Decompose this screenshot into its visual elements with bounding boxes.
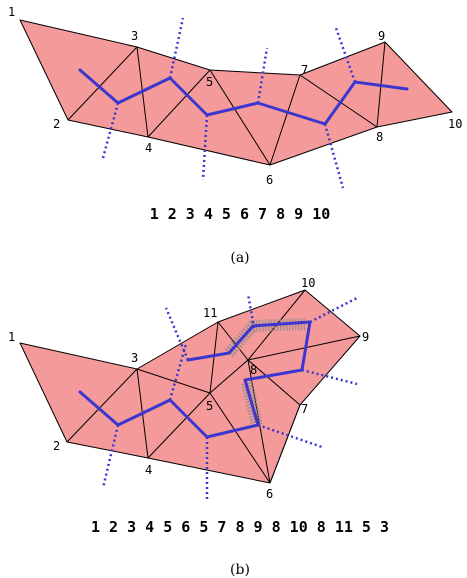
triangulation-edges-b <box>66 289 361 484</box>
vertex-label-3: 3 <box>131 351 138 365</box>
vertex-label-7: 7 <box>301 63 308 77</box>
vertex-label-7: 7 <box>301 402 308 416</box>
vertex-label-6: 6 <box>266 173 273 187</box>
vertex-label-8: 8 <box>376 130 383 144</box>
caption-a: (a) <box>230 250 249 266</box>
vertex-label-2: 2 <box>53 439 60 453</box>
dual-dotted-a <box>101 17 357 189</box>
panel-a: 1 2 3 4 5 6 7 8 9 10 1 2 3 4 5 6 7 8 9 1… <box>8 5 462 266</box>
vertex-label-4: 4 <box>145 141 152 155</box>
vertex-label-1: 1 <box>8 330 15 344</box>
vertex-label-2: 2 <box>53 117 60 131</box>
dual-path-a <box>78 68 409 126</box>
vertex-label-8: 8 <box>250 363 257 377</box>
vertex-label-4: 4 <box>145 463 152 477</box>
vertex-labels-b: 1 2 3 4 5 6 7 8 9 10 11 <box>8 276 369 501</box>
vertex-label-10: 10 <box>301 276 315 290</box>
vertex-label-5: 5 <box>206 399 213 413</box>
sequence-b: 1 2 3 4 5 6 5 7 8 9 8 10 8 11 5 3 <box>91 518 389 536</box>
vertex-label-10: 10 <box>448 117 462 131</box>
vertex-label-11: 11 <box>203 306 217 320</box>
vertex-label-5: 5 <box>206 75 213 89</box>
triangulation-edges-a <box>67 41 386 166</box>
vertex-label-9: 9 <box>378 29 385 43</box>
sequence-a: 1 2 3 4 5 6 7 8 9 10 <box>150 205 331 223</box>
vertex-label-6: 6 <box>266 487 273 501</box>
dual-dotted-b <box>101 293 358 502</box>
vertex-label-1: 1 <box>8 5 15 19</box>
caption-b: (b) <box>230 562 250 578</box>
vertex-labels-a: 1 2 3 4 5 6 7 8 9 10 <box>8 5 462 187</box>
panel-b: 1 2 3 4 5 6 7 8 9 10 11 1 2 3 4 5 6 5 7 … <box>8 276 389 578</box>
polygon-a <box>19 19 453 166</box>
vertex-label-9: 9 <box>362 330 369 344</box>
vertex-label-3: 3 <box>131 29 138 43</box>
dual-path-b <box>78 320 312 439</box>
